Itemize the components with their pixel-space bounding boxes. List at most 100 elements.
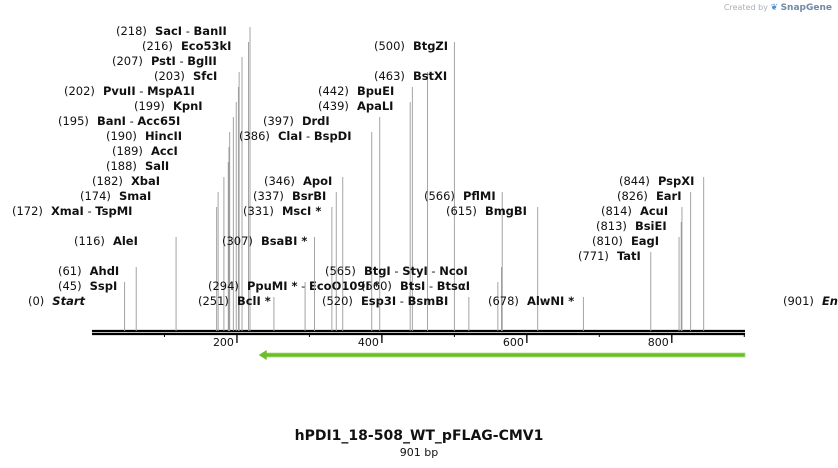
site-names: BtgI - StyI - NcoI [364,264,468,278]
enzyme-name: BsaBI * [261,234,307,248]
site-names: HincII [145,129,182,143]
site-label[interactable]: (397) DrdI [263,114,330,128]
site-label[interactable]: (500)BtgZI [374,39,448,53]
enzyme-name: KpnI [173,99,203,113]
site-label[interactable]: (678) AlwNI * [488,294,574,308]
site-label[interactable]: (307) BsaBI * [222,234,307,248]
site-label[interactable]: (386)ClaI - BspDI [239,129,352,143]
site-label[interactable]: (190) HincII [106,129,182,143]
site-position: (45) [58,279,82,293]
site-label[interactable]: (174)SmaI [80,189,151,203]
site-position: (565) [325,264,356,278]
site-label[interactable]: (771)TatI [578,249,641,263]
site-label[interactable]: (337)BsrBI [253,189,326,203]
site-position: (251) [198,294,229,308]
site-label[interactable]: (203)SfcI [154,69,217,83]
site-label[interactable]: (566) PflMI [424,189,496,203]
site-label[interactable]: (189)AccI [112,144,178,158]
enzyme-name: SspI [90,279,118,293]
site-label[interactable]: (331) MscI * [243,204,321,218]
site-position: (195) [58,114,89,128]
enzyme-name: Acc65I [137,114,180,128]
enzyme-name: XmaI [51,204,84,218]
site-names: DrdI [302,114,330,128]
enzyme-name: BstXI [413,69,447,83]
site-position: (203) [154,69,185,83]
site-separator: - [126,114,137,128]
site-label[interactable]: (442)BpuEI [318,84,394,98]
map-title: hPDI1_18-508_WT_pFLAG-CMV1 [294,428,544,444]
enzyme-name: BanI [97,114,126,128]
site-position: (615) [446,204,477,218]
site-label[interactable]: (844)PspXI [619,174,694,188]
site-label[interactable]: (346)ApoI [264,174,332,188]
site-position: (442) [318,84,349,98]
site-label[interactable]: (294)PpuMI * - EcoO109I * [208,279,380,293]
enzyme-name: StyI [402,264,428,278]
site-label[interactable]: (565) BtgI - StyI - NcoI [325,264,468,278]
site-label[interactable]: (560)BtsI - BtsαI [361,279,470,293]
enzyme-name: AccI [151,144,178,158]
site-separator: - [84,204,95,218]
site-label[interactable]: (202)PvuII - MspA1I [64,84,195,98]
site-names: AcuI [640,204,668,218]
site-label[interactable]: (172)XmaI - TspMI [12,204,132,218]
site-position: (307) [222,234,253,248]
enzyme-name: EarI [656,189,682,203]
enzyme-name: Esp3I [361,294,396,308]
site-label[interactable]: (813)BsiEI [596,219,667,233]
site-label[interactable]: (439)ApaLI [318,99,393,113]
tick-label: 800 [648,336,669,349]
site-label[interactable]: (116)AleI [74,234,138,248]
site-names: ApaLI [357,99,394,113]
enzyme-name: DrdI [302,114,330,128]
site-label[interactable]: (188)SalI [106,159,169,173]
site-label[interactable]: (45) SspI [58,279,117,293]
site-label[interactable]: (615)BmgBI [446,204,527,218]
credit-brand: SnapGene [780,3,832,13]
enzyme-name: BsiEI [635,219,667,233]
site-label[interactable]: (182)XbaI [92,174,160,188]
site-names: BstXI [413,69,447,83]
site-label[interactable]: (0)Start [28,294,86,308]
site-label[interactable]: (814)AcuI [601,204,668,218]
site-label[interactable]: (199)KpnI [134,99,203,113]
site-position: (678) [488,294,519,308]
enzyme-name: BtgI [364,264,391,278]
site-label[interactable]: (61)AhdI [58,264,119,278]
site-label[interactable]: (195) BanI - Acc65I [58,114,180,128]
site-position: (331) [243,204,274,218]
site-label[interactable]: (207)PstI - BglII [112,54,217,68]
site-label[interactable]: (251)BclI * [198,294,271,308]
enzyme-name: NcoI [439,264,468,278]
site-label[interactable]: (216)Eco53kI [142,39,231,53]
site-separator: - [391,264,402,278]
site-label[interactable]: (520)Esp3I - BsmBI [322,294,448,308]
site-label[interactable]: (463)BstXI [374,69,447,83]
site-position: (397) [263,114,294,128]
site-position: (116) [74,234,105,248]
tick-label: 200 [213,336,234,349]
site-position: (190) [106,129,137,143]
site-names: BtgZI [413,39,448,53]
enzyme-name: SmaI [119,189,151,203]
site-names: XbaI [131,174,160,188]
site-names: KpnI [173,99,203,113]
site-position: (560) [361,279,392,293]
site-label[interactable]: (901)End [783,294,838,308]
site-names: PflMI [463,189,496,203]
site-label[interactable]: (218)SacI - BanII [116,24,227,38]
tick-label: 400 [358,336,379,349]
site-position: (207) [112,54,143,68]
enzyme-name: Start [52,294,85,308]
snapgene-logo-icon: ❦ [770,3,779,13]
site-position: (218) [116,24,147,38]
site-label[interactable]: (810)EagI [592,234,659,248]
feature-arrow-body[interactable] [264,352,746,358]
enzyme-name: MscI * [282,204,321,218]
site-position: (61) [58,264,82,278]
enzyme-name: BspDI [314,129,352,143]
site-names: AlwNI * [527,294,574,308]
site-label[interactable]: (826)EarI [617,189,682,203]
site-position: (566) [424,189,455,203]
